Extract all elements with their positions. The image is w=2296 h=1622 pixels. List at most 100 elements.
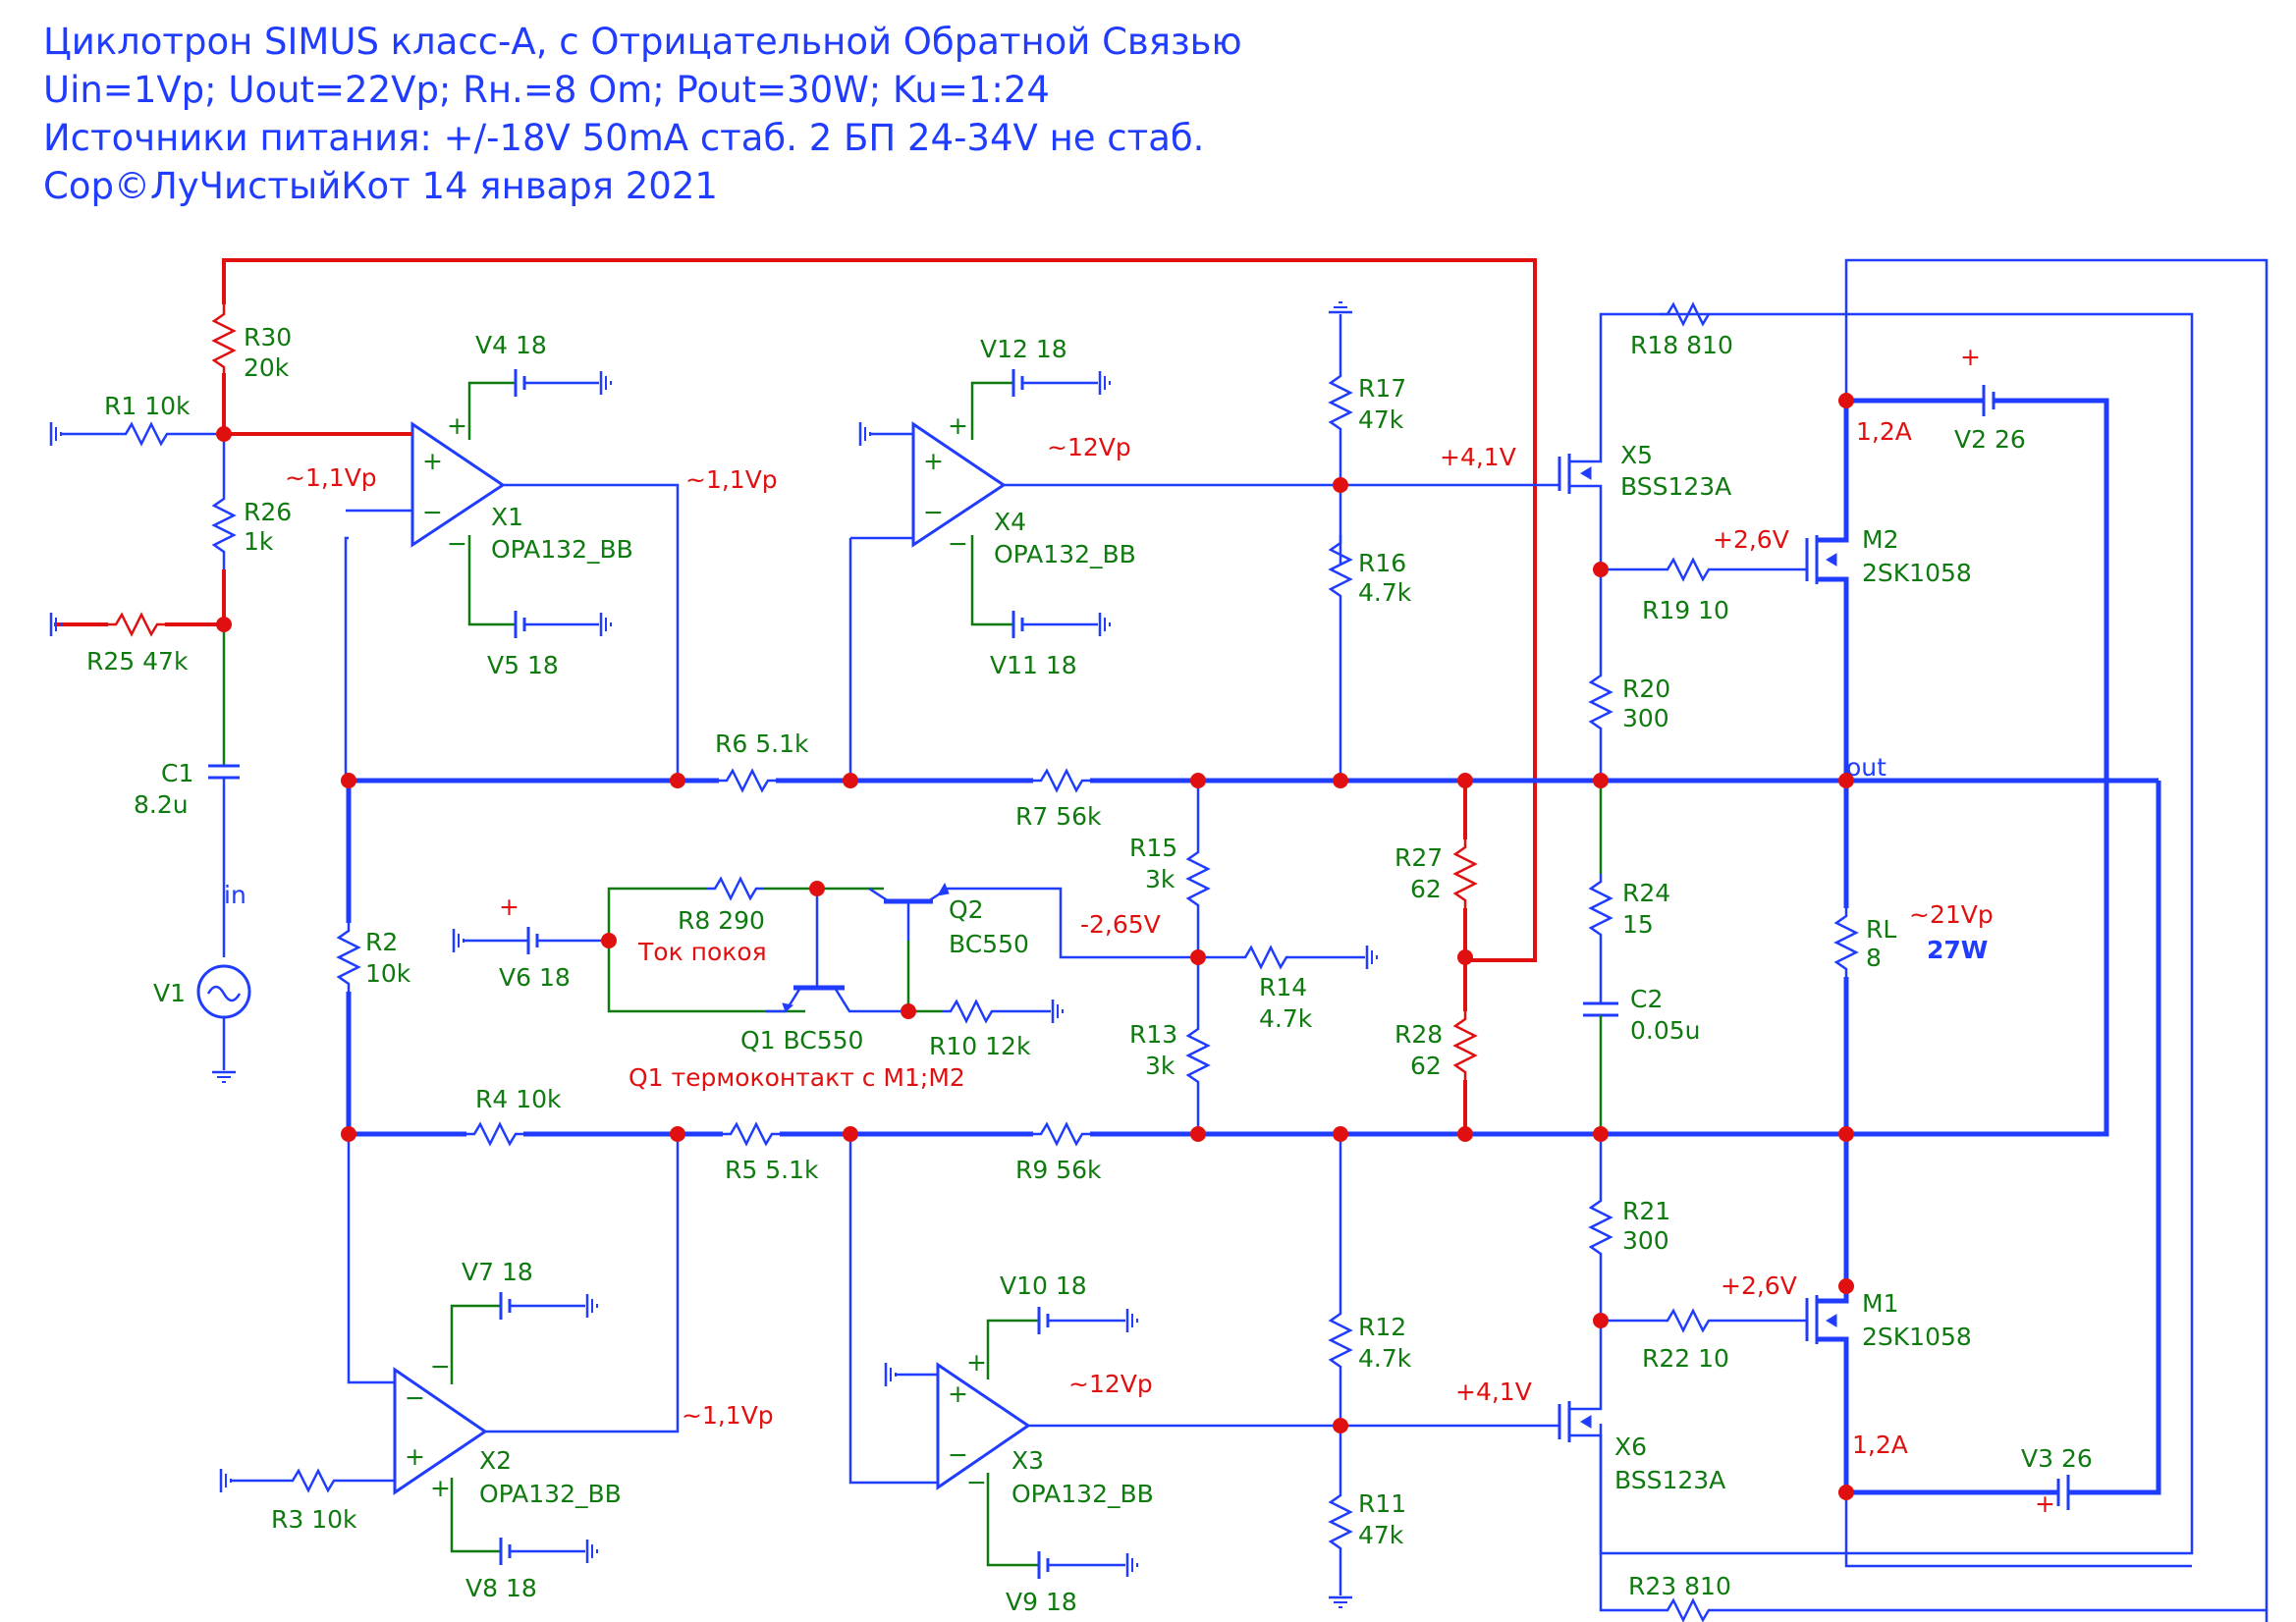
ground-icon: [884, 1361, 898, 1388]
resistor-icon: [1588, 874, 1613, 943]
ground-icon: [858, 420, 872, 448]
resistor-icon: [719, 768, 776, 793]
ground-icon: [1327, 1595, 1354, 1609]
ground-icon: [1051, 998, 1065, 1025]
r16-value: 4.7k: [1358, 578, 1412, 607]
x4-plus-sign: +: [923, 447, 944, 475]
rl-label: RL: [1866, 915, 1896, 944]
v6-plus: +: [499, 892, 519, 921]
resistor-icon: [1328, 535, 1353, 604]
v11-label: V11 18: [990, 651, 1077, 679]
resistor-icon: [1452, 1011, 1478, 1080]
r22-label: R22 10: [1642, 1344, 1729, 1373]
v8-label: V8 18: [465, 1574, 537, 1602]
x4-model: OPA132_BB: [994, 540, 1136, 568]
note-x3-out: ~12Vp: [1068, 1370, 1153, 1398]
resistor-icon: [1660, 1308, 1717, 1333]
x4-vplus-pin: +: [948, 411, 968, 440]
r30-label: R30: [244, 323, 292, 351]
ground-icon: [599, 611, 613, 638]
ground-icon: [210, 1070, 238, 1084]
r21-label: R21: [1622, 1197, 1670, 1225]
r20-label: R20: [1622, 675, 1670, 703]
note-in-amplitude: ~1,1Vp: [285, 463, 377, 492]
ground-icon: [49, 420, 63, 448]
v12-label: V12 18: [980, 335, 1067, 363]
resistor-icon: [1328, 368, 1353, 437]
resistor-icon: [1588, 668, 1613, 736]
r11-value: 47k: [1358, 1521, 1404, 1549]
v5-label: V5 18: [487, 651, 559, 679]
note-x2-out: ~1,1Vp: [682, 1401, 774, 1430]
x1-minus-sign: −: [422, 498, 443, 526]
resistor-icon: [336, 923, 361, 992]
ground-icon: [1125, 1307, 1139, 1334]
r4-label: R4 10k: [475, 1085, 562, 1113]
x2-model: OPA132_BB: [479, 1480, 622, 1508]
resistor-icon: [1833, 908, 1859, 977]
resistor-icon: [723, 1121, 780, 1147]
r15-label: R15: [1129, 834, 1177, 862]
in-net-label: in: [224, 881, 246, 909]
r21-value: 300: [1622, 1226, 1669, 1255]
r14-label: R14: [1259, 973, 1307, 1001]
r17-value: 47k: [1358, 406, 1404, 434]
x3-vminus-pin: −: [966, 1468, 987, 1496]
q2-model: BC550: [949, 930, 1029, 958]
x3-model: OPA132_BB: [1011, 1480, 1154, 1508]
resistor-icon: [118, 421, 175, 447]
note-x5-gate: +4,1V: [1440, 443, 1516, 471]
x1-vplus-pin: +: [447, 411, 467, 440]
x2-vminus-pin: −: [430, 1352, 451, 1380]
r2-label: R2: [365, 928, 398, 956]
resistor-icon: [1328, 1306, 1353, 1375]
note-x6-gate: +4,1V: [1455, 1378, 1532, 1406]
resistor-icon: [1033, 768, 1090, 793]
v9-label: V9 18: [1006, 1588, 1077, 1616]
x4-minus-sign: −: [923, 498, 944, 526]
m2-model: 2SK1058: [1862, 559, 1972, 587]
resistor-icon: [1237, 945, 1294, 970]
r1-label: R1 10k: [104, 392, 191, 420]
resistor-icon: [1660, 301, 1717, 327]
opamp-icon: [911, 421, 1007, 548]
x3-plus-sign: +: [948, 1379, 968, 1408]
x3-minus-sign: −: [948, 1440, 968, 1469]
r27-value: 62: [1410, 875, 1442, 903]
note-bias-v: -2,65V: [1080, 910, 1161, 939]
q1-label: Q1 BC550: [740, 1026, 863, 1054]
resistor-icon: [1328, 1487, 1353, 1556]
v6-label: V6 18: [499, 963, 571, 992]
x4-label: X4: [994, 508, 1026, 536]
r7-label: R7 56k: [1015, 802, 1102, 831]
v7-label: V7 18: [462, 1258, 533, 1286]
resistor-icon: [943, 999, 1000, 1024]
resistor-icon: [1033, 1121, 1090, 1147]
ground-icon: [599, 369, 613, 397]
c2-value: 0.05u: [1630, 1016, 1701, 1045]
note-out-power: 27W: [1927, 936, 1988, 964]
r27-label: R27: [1394, 843, 1443, 872]
ground-icon: [585, 1292, 599, 1320]
r8-label: R8 290: [678, 906, 765, 935]
x5-label: X5: [1620, 441, 1653, 469]
note-i-top: 1,2A: [1856, 417, 1912, 446]
resistor-icon: [1185, 844, 1211, 913]
r17-label: R17: [1358, 374, 1406, 403]
x3-vplus-pin: +: [966, 1348, 987, 1377]
opamp-icon: [393, 1367, 488, 1495]
m1-model: 2SK1058: [1862, 1323, 1972, 1351]
r24-label: R24: [1622, 879, 1670, 907]
r10-label: R10 12k: [929, 1032, 1031, 1060]
v1-label: V1: [153, 979, 186, 1007]
r13-value: 3k: [1145, 1052, 1175, 1080]
x3-label: X3: [1011, 1446, 1044, 1475]
ground-icon: [219, 1467, 233, 1494]
c1-label: C1: [161, 759, 193, 787]
m1-label: M1: [1862, 1289, 1898, 1318]
note-out-v: ~21Vp: [1909, 900, 1994, 929]
note-i-bot: 1,2A: [1852, 1431, 1908, 1459]
r25-label: R25 47k: [86, 647, 189, 676]
r11-label: R11: [1358, 1489, 1406, 1518]
